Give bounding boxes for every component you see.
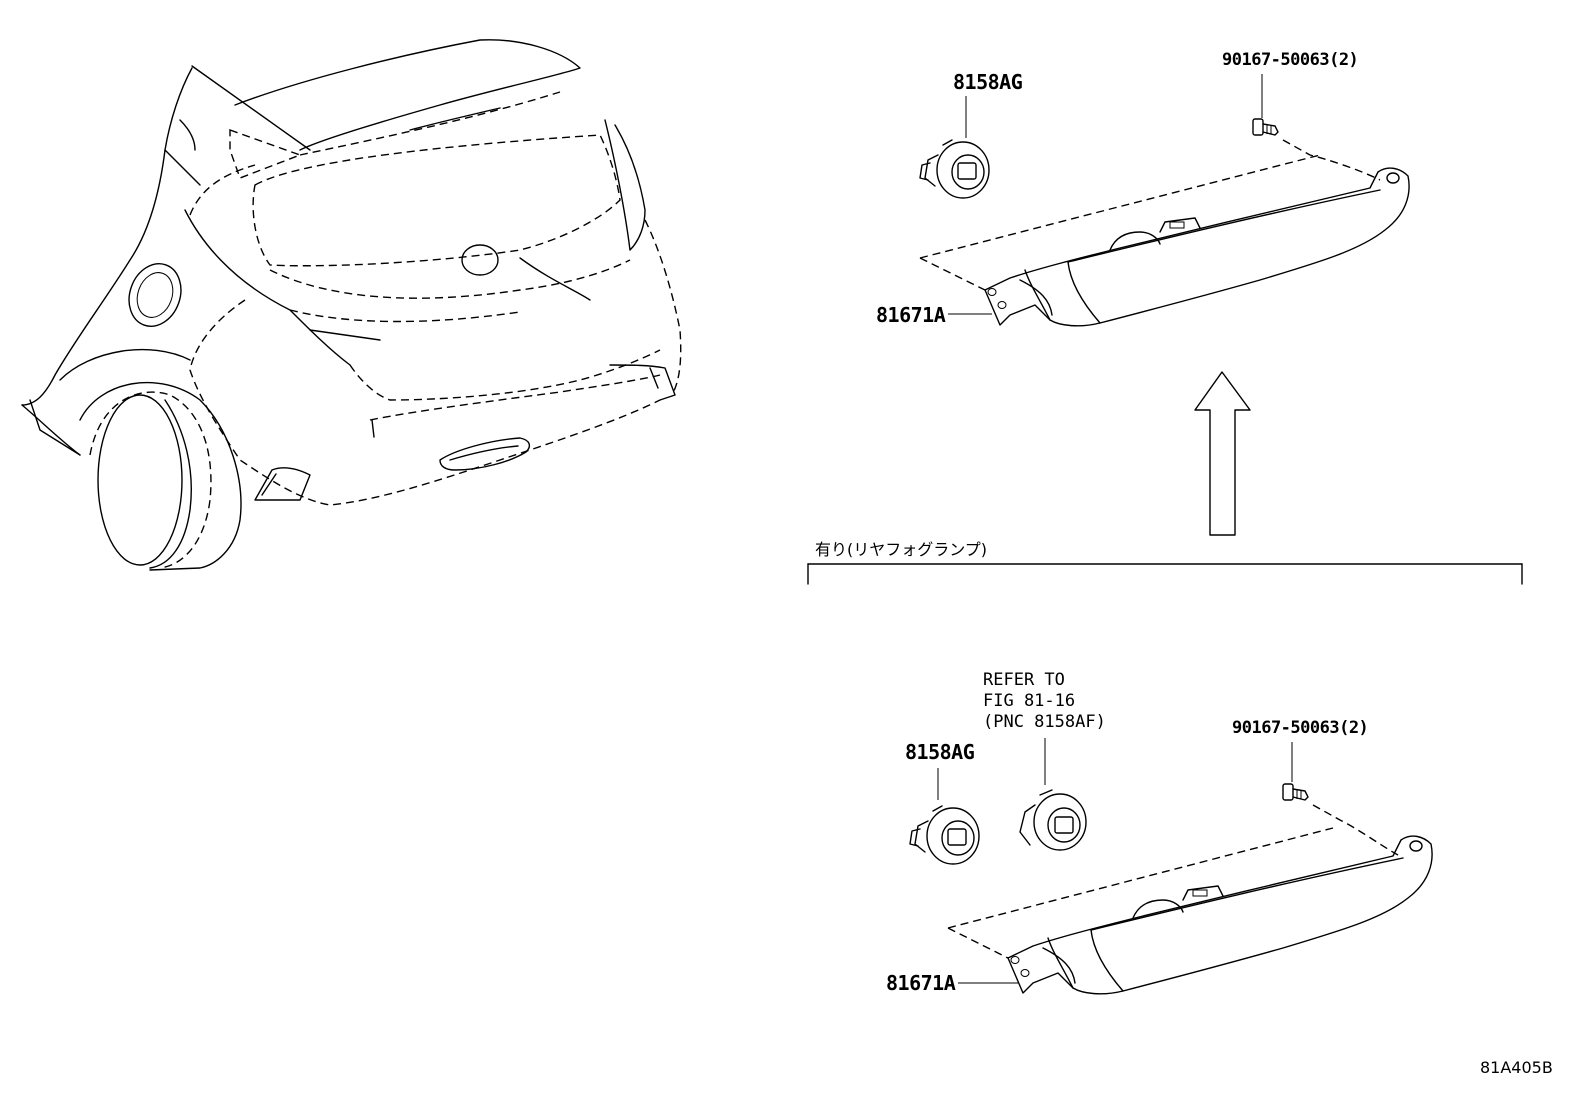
- bottom-screw-drawing: [1282, 783, 1309, 801]
- bottom-fog-lamp-label: 81671A: [886, 971, 956, 995]
- top-assembly: [919, 74, 1410, 327]
- condition-label: 有り(リヤフォグランプ): [815, 540, 988, 559]
- bottom-screw-label: 90167-50063(2): [1232, 718, 1369, 738]
- bottom-bulb-socket-drawing: [909, 805, 980, 865]
- condition-bracket: [807, 563, 1523, 585]
- bottom-fog-lamp-drawing: [1007, 835, 1433, 995]
- refer-note: REFER TO FIG 81-16 (PNC 8158AF): [983, 670, 1106, 732]
- top-fog-lamp-label: 81671A: [876, 303, 946, 327]
- bottom-assembly: [909, 738, 1433, 995]
- top-screw-drawing: [1252, 118, 1279, 136]
- top-screw-label: 90167-50063(2): [1222, 50, 1359, 70]
- bottom-bulb-socket-label: 8158AG: [905, 740, 975, 764]
- vehicle-rear-view: [21, 39, 682, 571]
- up-arrow: [1194, 371, 1251, 536]
- top-bulb-socket-drawing: [919, 139, 990, 199]
- referred-socket-drawing: [1019, 789, 1087, 851]
- top-bulb-socket-label: 8158AG: [953, 70, 1023, 94]
- top-fog-lamp-drawing: [984, 167, 1410, 327]
- figure-code: 81A405B: [1480, 1058, 1553, 1077]
